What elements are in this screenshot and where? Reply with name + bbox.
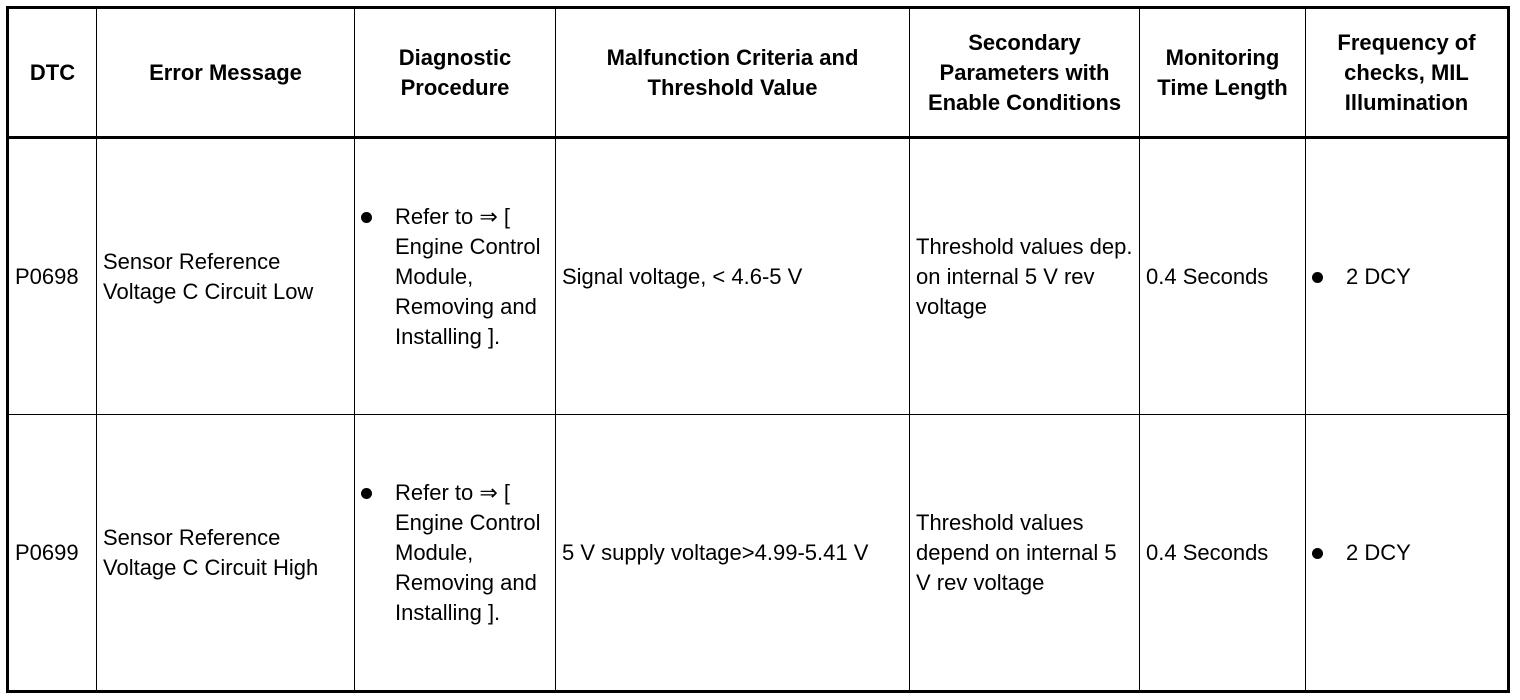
header-monitoring-time: Monitoring Time Length — [1139, 7, 1306, 139]
monitoring-time-cell: 0.4 Seconds — [1139, 137, 1306, 415]
diagnostic-procedure-cell: Refer to ⇒ [ Engine Control Module, Remo… — [354, 137, 556, 415]
bullet-icon — [1312, 547, 1323, 559]
error-message-cell: Sensor Reference Voltage C Circuit High — [96, 414, 355, 692]
frequency-list: 2 DCY — [1312, 538, 1501, 568]
header-dtc: DTC — [7, 7, 97, 139]
dtc-table: DTC Error Message Diagnostic Procedure M… — [6, 6, 1510, 693]
table-row: P0698 Sensor Reference Voltage C Circuit… — [7, 137, 1509, 415]
procedure-text: Refer to ⇒ [ Engine Control Module, Remo… — [395, 479, 541, 625]
dtc-code-cell: P0699 — [7, 414, 97, 692]
procedure-list: Refer to ⇒ [ Engine Control Module, Remo… — [361, 202, 549, 352]
table-body: P0698 Sensor Reference Voltage C Circuit… — [7, 137, 1509, 692]
bullet-icon — [361, 487, 372, 499]
frequency-list: 2 DCY — [1312, 262, 1501, 292]
procedure-list: Refer to ⇒ [ Engine Control Module, Remo… — [361, 478, 549, 628]
header-frequency: Frequency of checks, MIL Illumination — [1305, 7, 1509, 139]
procedure-list-item: Refer to ⇒ [ Engine Control Module, Remo… — [361, 202, 549, 352]
procedure-text: Refer to ⇒ [ Engine Control Module, Remo… — [395, 203, 541, 349]
bullet-icon — [361, 211, 372, 223]
secondary-parameters-cell: Threshold values depend on internal 5 V … — [909, 414, 1140, 692]
table-row: P0699 Sensor Reference Voltage C Circuit… — [7, 414, 1509, 692]
header-malfunction-criteria: Malfunction Criteria and Threshold Value — [555, 7, 910, 139]
bullet-icon — [1312, 271, 1323, 283]
secondary-parameters-cell: Threshold values dep. on internal 5 V re… — [909, 137, 1140, 415]
frequency-list-item: 2 DCY — [1312, 538, 1501, 568]
frequency-cell: 2 DCY — [1305, 137, 1509, 415]
header-row: DTC Error Message Diagnostic Procedure M… — [7, 7, 1509, 139]
malfunction-criteria-cell: Signal voltage, < 4.6-5 V — [555, 137, 910, 415]
table-header: DTC Error Message Diagnostic Procedure M… — [7, 7, 1509, 139]
error-message-cell: Sensor Reference Voltage C Circuit Low — [96, 137, 355, 415]
frequency-cell: 2 DCY — [1305, 414, 1509, 692]
procedure-list-item: Refer to ⇒ [ Engine Control Module, Remo… — [361, 478, 549, 628]
malfunction-criteria-cell: 5 V supply voltage>4.99-5.41 V — [555, 414, 910, 692]
diagnostic-procedure-cell: Refer to ⇒ [ Engine Control Module, Remo… — [354, 414, 556, 692]
frequency-text: 2 DCY — [1346, 539, 1411, 565]
monitoring-time-cell: 0.4 Seconds — [1139, 414, 1306, 692]
frequency-text: 2 DCY — [1346, 263, 1411, 289]
frequency-list-item: 2 DCY — [1312, 262, 1501, 292]
header-secondary-parameters: Secondary Parameters with Enable Conditi… — [909, 7, 1140, 139]
header-diagnostic-procedure: Diagnostic Procedure — [354, 7, 556, 139]
dtc-code-cell: P0698 — [7, 137, 97, 415]
header-error-message: Error Message — [96, 7, 355, 139]
